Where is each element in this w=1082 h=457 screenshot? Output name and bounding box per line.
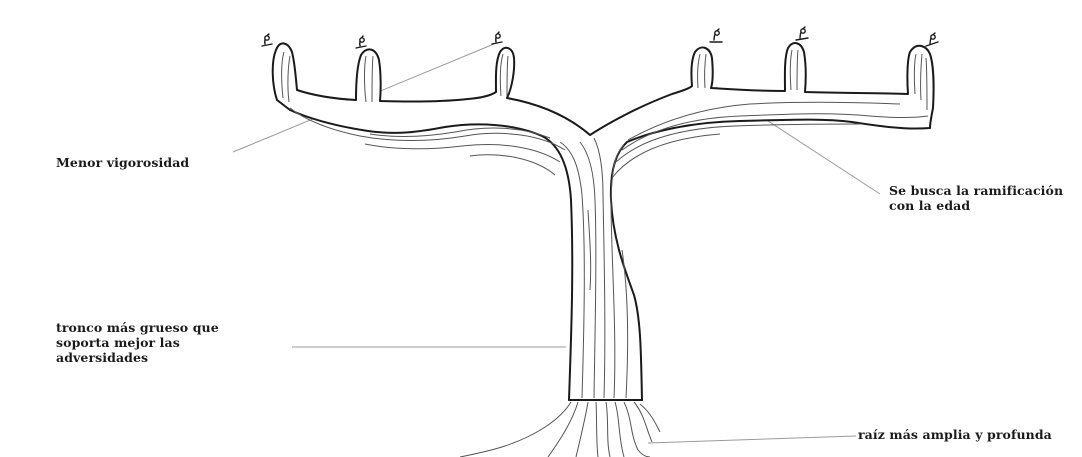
bud-sprout-icon bbox=[356, 36, 366, 48]
label-tronco: tronco más grueso que soporta mejor las … bbox=[56, 320, 219, 365]
label-menor-vigorosidad-text: Menor vigorosidad bbox=[56, 155, 189, 170]
label-ramificacion: Se busca la ramificación con la edad bbox=[889, 183, 1063, 213]
label-ramificacion-line-2: con la edad bbox=[889, 198, 1063, 213]
label-tronco-line-3: adversidades bbox=[56, 350, 219, 365]
buds bbox=[262, 27, 938, 48]
bud-sprout-icon bbox=[926, 33, 938, 46]
bud-sprout-icon bbox=[262, 34, 272, 46]
label-raiz-text: raíz más amplia y profunda bbox=[858, 427, 1052, 442]
label-raiz: raíz más amplia y profunda bbox=[858, 427, 1052, 442]
bud-sprout-icon bbox=[710, 29, 722, 42]
bud-sprout-icon bbox=[796, 27, 808, 40]
label-tronco-line-2: soporta mejor las bbox=[56, 335, 219, 350]
roots bbox=[460, 402, 660, 457]
leader-line-raiz bbox=[648, 436, 856, 443]
bud-sprout-icon bbox=[492, 32, 502, 44]
label-ramificacion-line-1: Se busca la ramificación bbox=[889, 183, 1063, 198]
label-tronco-line-1: tronco más grueso que bbox=[56, 320, 219, 335]
label-menor-vigorosidad: Menor vigorosidad bbox=[56, 155, 189, 170]
